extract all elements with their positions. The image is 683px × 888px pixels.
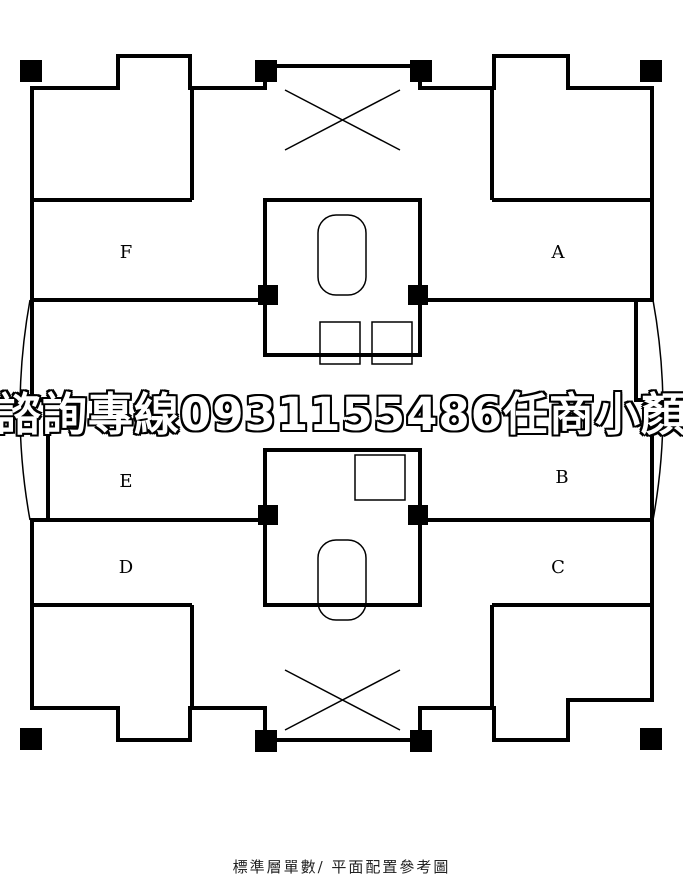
unit-label: D [119, 557, 133, 578]
unit-label: F [120, 242, 133, 263]
floor-plan-caption: 標準層單數/ 平面配置參考圖 [232, 858, 451, 876]
unit-labels: F A E B D C [119, 242, 569, 578]
contact-hotline-overlay: 諮詢專線0931155486任商小顏 [0, 387, 683, 441]
unit-label: E [119, 471, 132, 492]
unit-label: A [551, 242, 566, 263]
unit-label: C [551, 557, 565, 578]
unit-label: B [555, 467, 568, 488]
